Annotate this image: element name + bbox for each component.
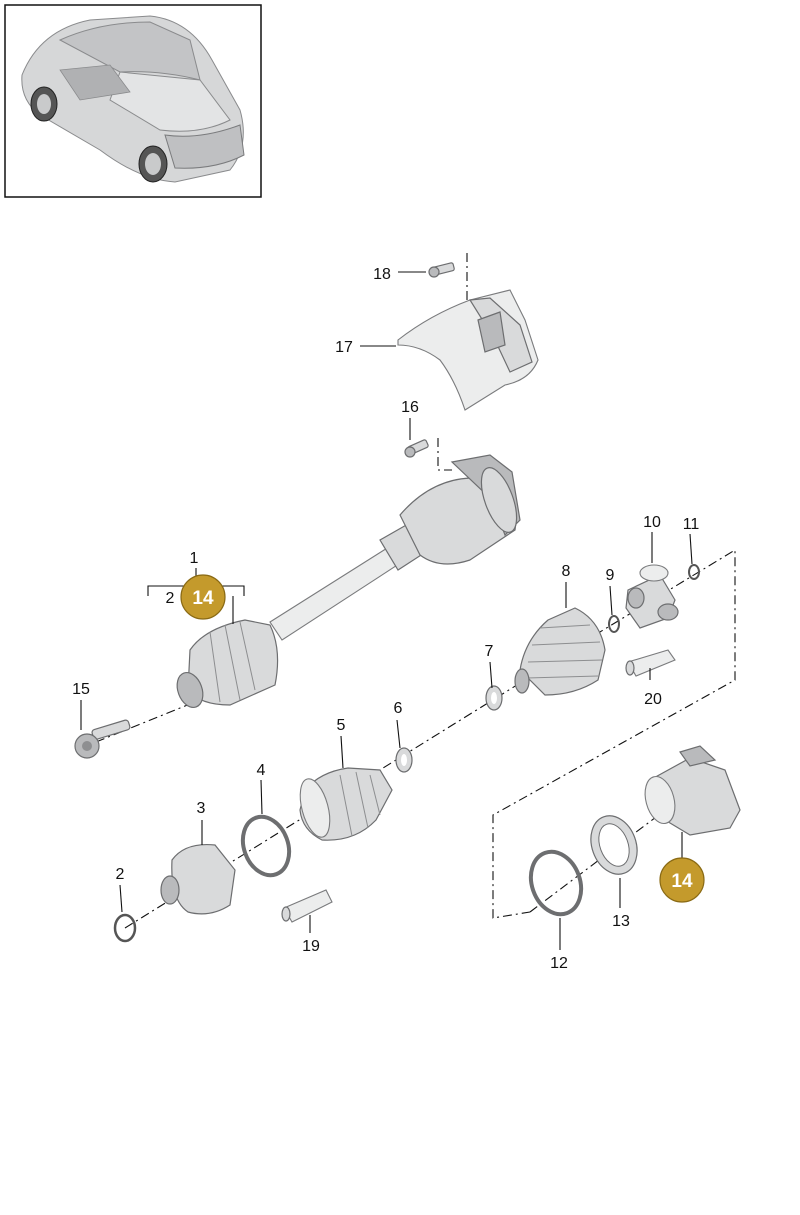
callout-labels: 18 17 16 1 2 15 8 9 10 11 20 7 6 5 4 3 2… [72,266,699,972]
callout-1: 1 [190,550,199,567]
housing-badge[interactable]: 14 [659,857,705,903]
axis-line-bracket [492,549,736,919]
part-boot-5[interactable] [295,767,393,841]
part-spacer-6[interactable] [395,747,413,773]
part-tripod-10[interactable] [625,564,679,629]
callout-3: 3 [197,800,206,817]
part-boot-8[interactable] [514,607,606,696]
callout-7: 7 [485,643,494,660]
part-grease-pack-20[interactable] [625,649,676,677]
callout-2-upper: 2 [166,590,175,607]
part-circlip-2[interactable] [113,913,137,943]
callout-13: 13 [612,913,630,930]
callout-5: 5 [337,717,346,734]
part-grease-pack-19[interactable] [281,889,333,923]
callout-15: 15 [72,681,90,698]
part-cv-joint-3[interactable] [160,843,236,915]
callout-10: 10 [643,514,661,531]
callout-17: 17 [335,339,353,356]
part-bolt-15[interactable] [74,719,131,759]
callout-16: 16 [401,399,419,416]
part-circlip-9[interactable] [608,615,620,633]
part-joint-housing-14[interactable] [640,745,741,836]
part-spacer-7[interactable] [485,685,503,711]
callout-18: 18 [373,266,391,283]
part-clamp-12[interactable] [523,845,590,922]
part-adapter-13[interactable] [583,809,645,880]
part-bolt-16[interactable] [404,439,429,458]
callout-6: 6 [394,700,403,717]
part-circlip-11[interactable] [688,564,700,580]
assembly-badge[interactable]: 14 [180,574,226,620]
housing-badge-label: 14 [671,871,693,892]
part-driveshaft-assembly-1[interactable] [173,454,524,711]
callout-8: 8 [562,563,571,580]
axis-line-bolt-18 [466,253,473,303]
axis-line-bolt-16 [437,438,452,471]
axis-line-bolt-15 [95,699,201,743]
assembly-badge-label: 14 [192,588,214,609]
part-clamp-4[interactable] [235,810,297,881]
part-heat-shield-17[interactable] [397,289,539,411]
callout-19: 19 [302,938,320,955]
callout-2-lower: 2 [116,866,125,883]
part-bolt-18[interactable] [428,262,455,278]
vehicle-thumbnail [4,4,262,198]
callout-11: 11 [683,516,700,533]
callout-4: 4 [257,762,266,779]
callout-9: 9 [606,567,615,584]
callout-12: 12 [550,955,568,972]
suv-vehicle-icon [21,15,245,183]
callout-20: 20 [644,691,662,708]
